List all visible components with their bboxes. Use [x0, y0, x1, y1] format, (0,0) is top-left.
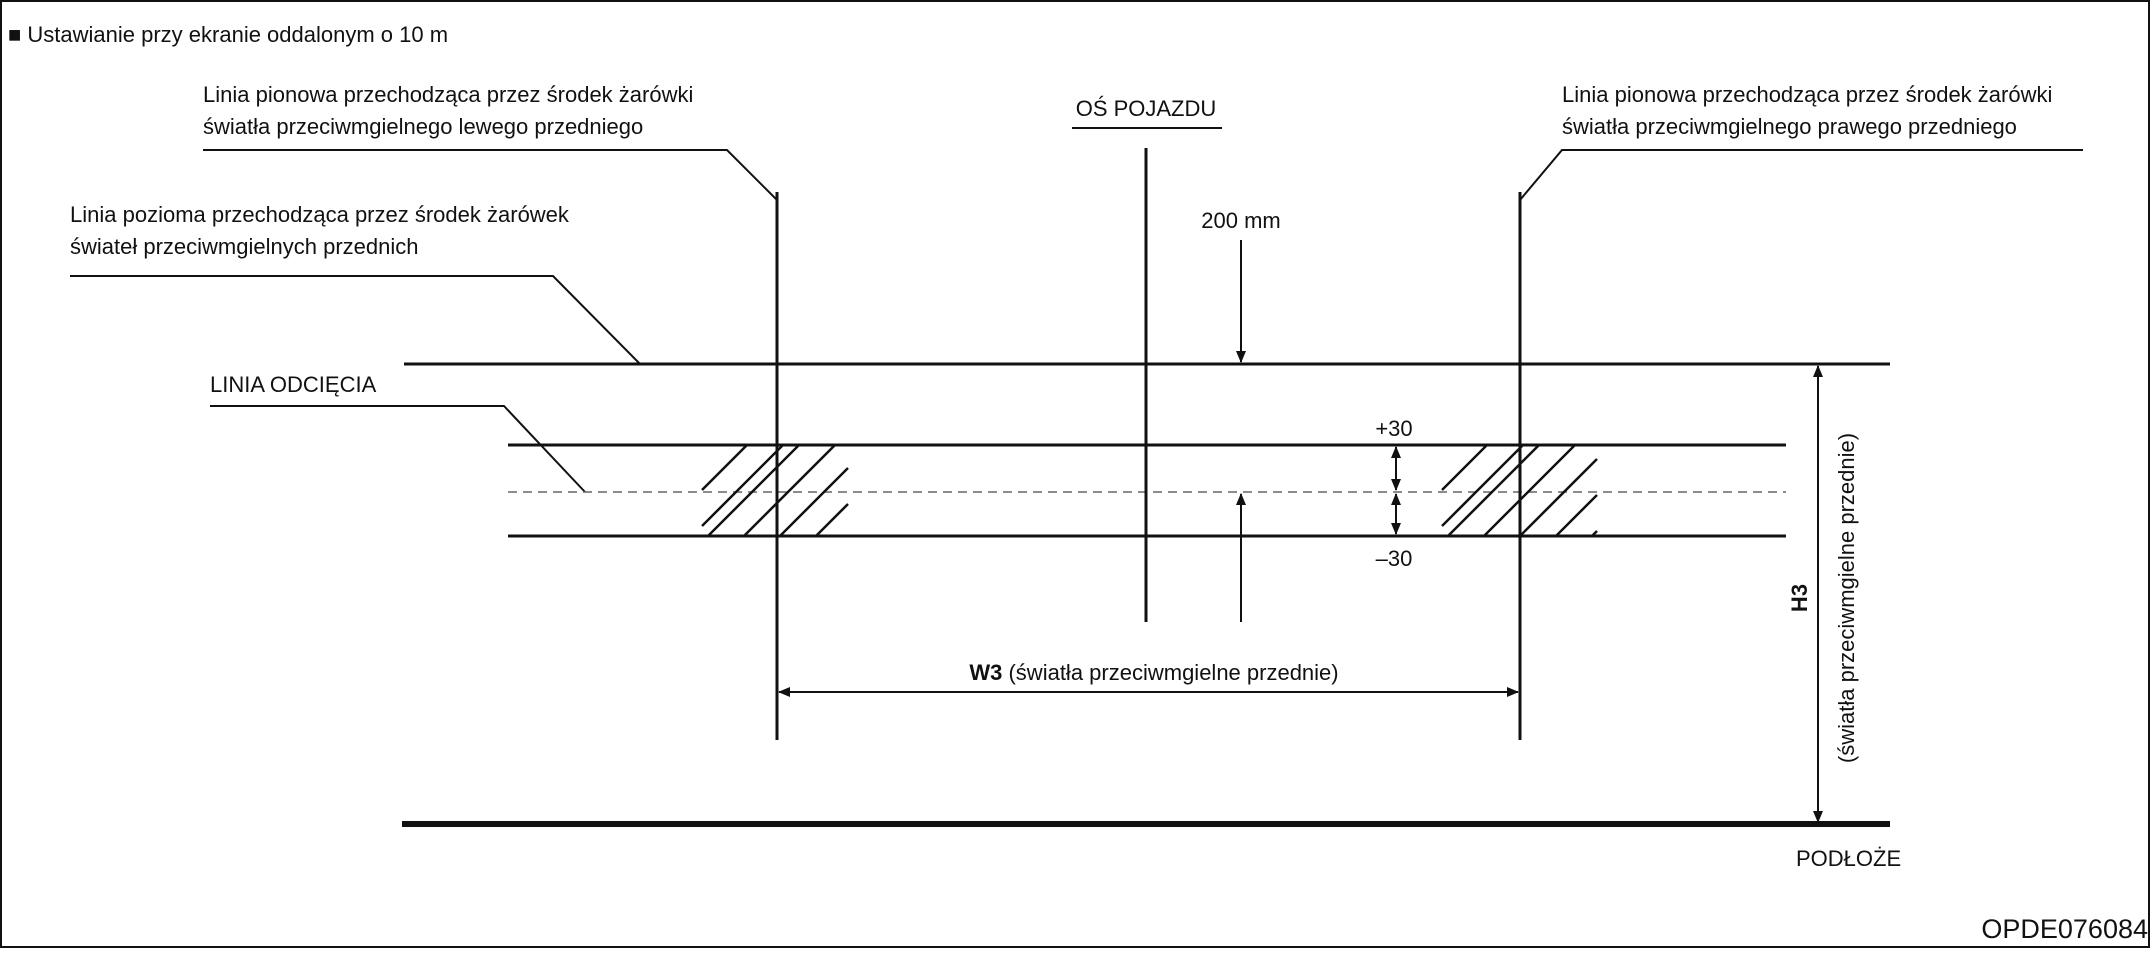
vehicle-axis-label: OŚ POJAZDU: [1072, 96, 1222, 129]
ground-label: PODŁOŻE: [1796, 846, 1901, 871]
svg-text:Linia pionowa przechodząca prz: Linia pionowa przechodząca przez środek …: [1562, 82, 2052, 107]
cutoff-leader: [210, 405, 586, 493]
svg-text:LINIA ODCIĘCIA: LINIA ODCIĘCIA: [210, 372, 377, 397]
svg-text:H3: H3: [1787, 584, 1812, 612]
right-hatched-zone: [1441, 444, 1598, 537]
svg-text:świateł przeciwmgielnych przed: świateł przeciwmgielnych przednich: [70, 234, 418, 259]
figure-code: OPDE076084: [1981, 914, 2148, 944]
svg-text:200 mm: 200 mm: [1201, 208, 1280, 233]
svg-text:W3 (światła przeciwmgielne prz: W3 (światła przeciwmgielne przednie): [969, 660, 1338, 685]
horizontal-line-label: Linia pozioma przechodząca przez środek …: [70, 202, 641, 365]
svg-text:OŚ POJAZDU: OŚ POJAZDU: [1076, 96, 1217, 121]
offset-200mm-dimension: 200 mm: [1201, 208, 1281, 622]
horizontal-leader: [70, 275, 641, 365]
cutoff-line-label: LINIA ODCIĘCIA: [210, 372, 586, 493]
svg-text:(światła przeciwmgielne przedn: (światła przeciwmgielne przednie): [1834, 433, 1859, 763]
left-hatched-zone: [701, 443, 849, 537]
diagram-title: ■ Ustawianie przy ekranie oddalonym o 10…: [8, 22, 448, 47]
svg-text:Linia pozioma przechodząca prz: Linia pozioma przechodząca przez środek …: [70, 202, 570, 227]
left-vertical-line-label: Linia pionowa przechodząca przez środek …: [203, 82, 778, 201]
svg-text:światła przeciwmgielnego leweg: światła przeciwmgielnego lewego przednie…: [203, 114, 643, 139]
plus-minus-30-dimension: +30 –30: [1375, 416, 1412, 571]
h3-dimension: H3 (światła przeciwmgielne przednie): [1787, 365, 1859, 823]
left-vertical-leader: [203, 149, 778, 201]
right-vertical-leader: [1519, 149, 2083, 201]
svg-text:światła przeciwmgielnego prawe: światła przeciwmgielnego prawego przedni…: [1562, 114, 2017, 139]
svg-text:–30: –30: [1376, 546, 1413, 571]
svg-text:Linia pionowa przechodząca prz: Linia pionowa przechodząca przez środek …: [203, 82, 693, 107]
right-vertical-line-label: Linia pionowa przechodząca przez środek …: [1519, 82, 2083, 201]
w3-dimension: W3 (światła przeciwmgielne przednie): [778, 660, 1519, 697]
svg-text:+30: +30: [1375, 416, 1412, 441]
